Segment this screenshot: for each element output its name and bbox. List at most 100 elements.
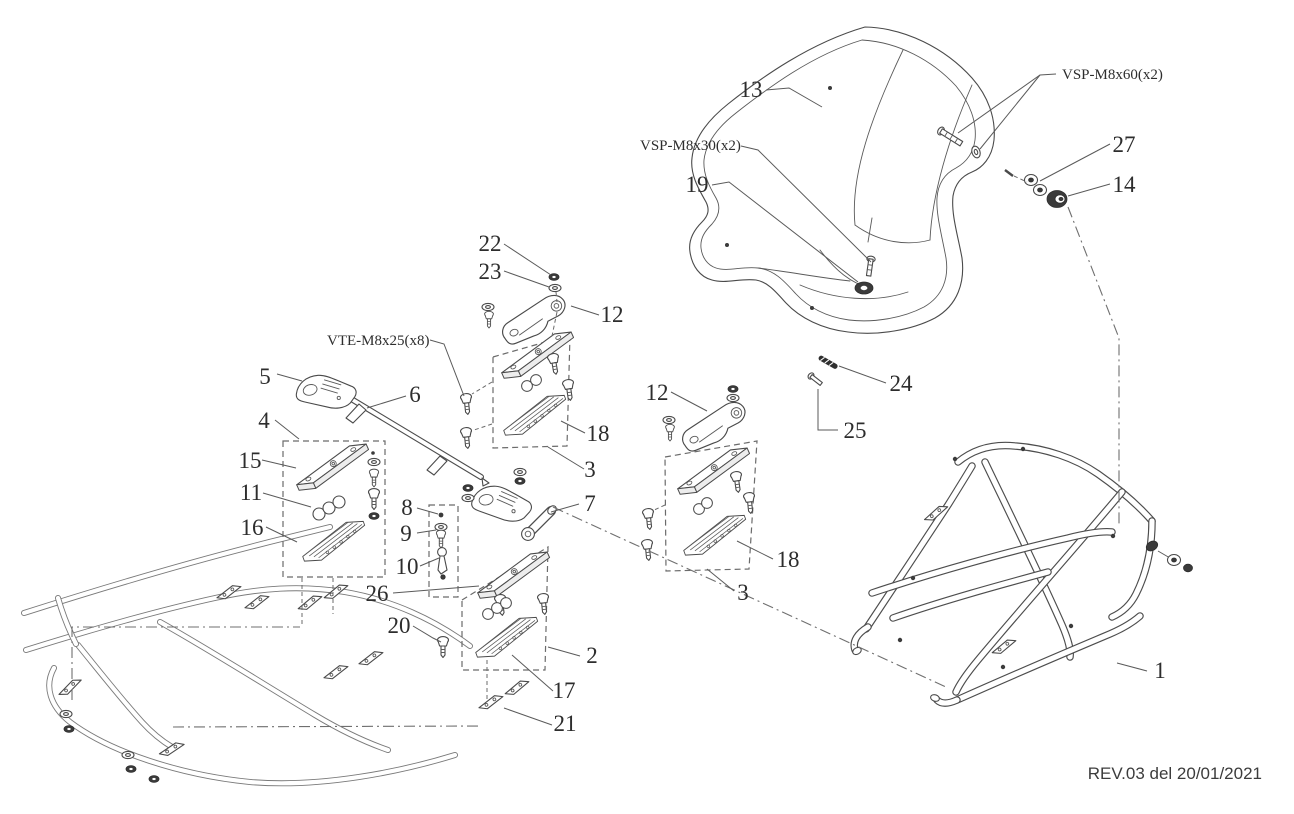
callout-27: 27	[1113, 132, 1136, 157]
washer	[434, 522, 448, 532]
callout-12-right: 12	[646, 380, 669, 405]
revision-note: REV.03 del 20/01/2021	[1088, 764, 1262, 783]
callout-22: 22	[479, 231, 502, 256]
connector-lines	[71, 175, 1120, 728]
callout-16: 16	[241, 515, 264, 540]
callout-4: 4	[258, 408, 270, 433]
callout-24: 24	[890, 371, 914, 396]
label-vsp-m8x30: VSP-M8x30(x2)	[640, 138, 741, 154]
washer	[59, 709, 73, 719]
bolt	[367, 488, 381, 511]
nut	[462, 484, 474, 492]
nut-part-8	[438, 512, 444, 518]
link-part-10	[437, 547, 448, 580]
chassis-section	[21, 524, 473, 787]
part-19-ring	[854, 281, 874, 295]
screw-vsp-m8x60	[937, 126, 964, 147]
leader-lines	[261, 73, 1148, 726]
callout-6: 6	[409, 382, 421, 407]
chassis-mount-plate	[55, 676, 85, 698]
callout-20: 20	[388, 613, 411, 638]
part-14-grommet	[1046, 190, 1068, 208]
callout-19: 19	[686, 172, 709, 197]
screw-part-25	[807, 372, 823, 386]
box-part-2	[461, 545, 549, 671]
plate-part-15	[290, 438, 375, 496]
part-26-plate	[295, 593, 325, 613]
callout-14: 14	[1113, 172, 1137, 197]
spacer-ring	[500, 597, 512, 609]
nut	[125, 765, 137, 773]
bolt-vte-m8x25	[459, 426, 474, 450]
bracket-part-12-right	[675, 398, 753, 455]
box-part-3-right	[664, 440, 758, 572]
callout-18-right: 18	[777, 547, 800, 572]
nut	[514, 477, 526, 485]
bolt	[546, 352, 563, 376]
fasteners	[312, 273, 757, 659]
callout-1: 1	[1154, 658, 1166, 683]
shim-plate	[502, 678, 532, 698]
callouts: 13 VSP-M8x60(x2) VSP-M8x30(x2) 19 27 14 …	[239, 67, 1263, 783]
washer-part-23	[548, 283, 562, 293]
slider-part-18-right	[677, 510, 753, 561]
callout-5: 5	[259, 364, 271, 389]
callout-21: 21	[554, 711, 577, 736]
clamp-part-5-lower	[470, 484, 533, 523]
chassis-mount-plate	[242, 593, 272, 612]
bolt	[640, 538, 655, 562]
chassis-mount-plate	[321, 663, 351, 682]
bolt	[742, 491, 757, 515]
washer	[461, 493, 475, 503]
callout-11: 11	[240, 480, 262, 505]
callout-15: 15	[239, 448, 262, 473]
label-vte-m8x25: VTE-M8x25(x8)	[327, 333, 429, 349]
clamp-part-5	[294, 372, 358, 412]
callout-12-left: 12	[601, 302, 624, 327]
bolt-part-20	[436, 636, 450, 659]
chassis-mount-plate	[356, 649, 386, 668]
washer	[971, 145, 981, 159]
bolt	[729, 470, 745, 494]
washer	[481, 302, 495, 312]
plate-box3-right	[671, 442, 756, 500]
pin-part-24	[818, 355, 838, 369]
spacer-ring	[530, 374, 542, 386]
part-27-washers	[1023, 173, 1048, 197]
callout-26: 26	[366, 581, 389, 606]
bolt	[536, 592, 551, 616]
callout-2: 2	[586, 643, 598, 668]
washer	[121, 750, 135, 760]
callout-18-left: 18	[587, 421, 610, 446]
callout-3-left: 3	[584, 457, 596, 482]
box-parts-8-9-10	[428, 504, 459, 598]
screw	[368, 468, 380, 488]
nut	[727, 385, 739, 393]
washer	[367, 457, 381, 467]
spacer-ring	[701, 497, 713, 509]
callout-9: 9	[400, 521, 412, 546]
seat-part-13	[689, 26, 1014, 334]
callout-25: 25	[844, 418, 867, 443]
nut	[148, 775, 160, 783]
washer	[662, 415, 676, 425]
pin-part-7	[521, 505, 557, 541]
plate-part-21	[476, 693, 506, 712]
screw	[665, 423, 675, 442]
callout-7: 7	[584, 491, 596, 516]
support-frame-part-1	[850, 441, 1193, 707]
callout-17: 17	[553, 678, 576, 703]
label-vsp-m8x60: VSP-M8x60(x2)	[1062, 67, 1163, 83]
nut	[368, 512, 380, 520]
nut	[63, 725, 75, 733]
ring-part-11	[332, 495, 346, 509]
assembly-boxes	[282, 334, 758, 671]
bolt	[641, 507, 656, 531]
washer	[726, 393, 740, 403]
slider-part-16	[296, 516, 372, 567]
bolt-vte-m8x25	[459, 392, 474, 416]
callout-3-right: 3	[737, 580, 749, 605]
callout-10: 10	[396, 554, 419, 579]
box-part-4	[282, 440, 386, 578]
